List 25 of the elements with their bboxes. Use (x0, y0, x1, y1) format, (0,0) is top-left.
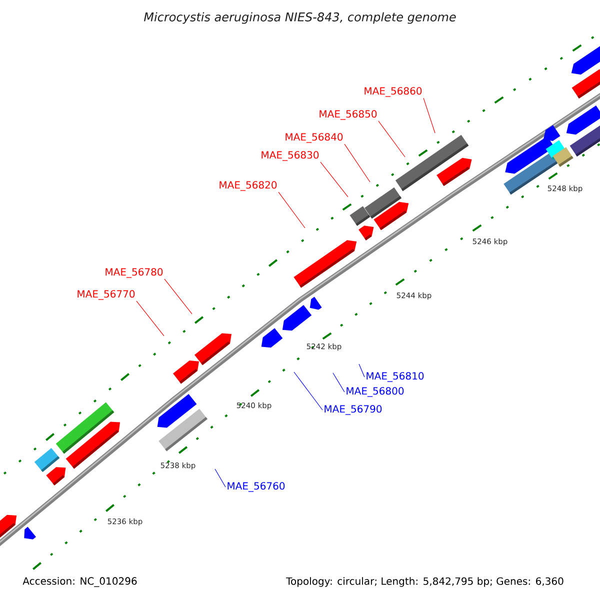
title: Microcystis aeruginosa NIES-843, complete genome (144, 12, 456, 24)
info-text: Accession: NC_010296 (22, 577, 137, 587)
leader-line (378, 120, 406, 158)
leader-line (358, 364, 365, 378)
leader-line (320, 162, 348, 198)
leader-line (278, 192, 306, 228)
gene-label: MAE_56850 (320, 110, 377, 120)
leader-line (423, 98, 436, 134)
leader-line (214, 468, 226, 488)
gene-label: MAE_56820 (220, 181, 277, 191)
gene-label: MAE_56810 (366, 372, 424, 382)
info-text: Topology: circular; Length: 5,842,795 bp; Genes: 6,360 (286, 577, 564, 587)
gene-label: MAE_56860 (364, 87, 422, 97)
gene-label: MAE_56780 (106, 268, 163, 278)
leader-line (164, 278, 192, 314)
gene-label: MAE_56760 (228, 482, 285, 492)
leader-line (344, 144, 370, 182)
gene-label: MAE_56830 (262, 151, 319, 161)
leader-line (332, 372, 345, 392)
gene-label: MAE_56790 (324, 405, 382, 415)
gene-label: MAE_56800 (346, 387, 404, 397)
gene-label: MAE_56770 (78, 290, 135, 300)
gene-label: MAE_56840 (286, 133, 343, 143)
leader-line (294, 372, 323, 410)
leader-line (136, 300, 164, 336)
